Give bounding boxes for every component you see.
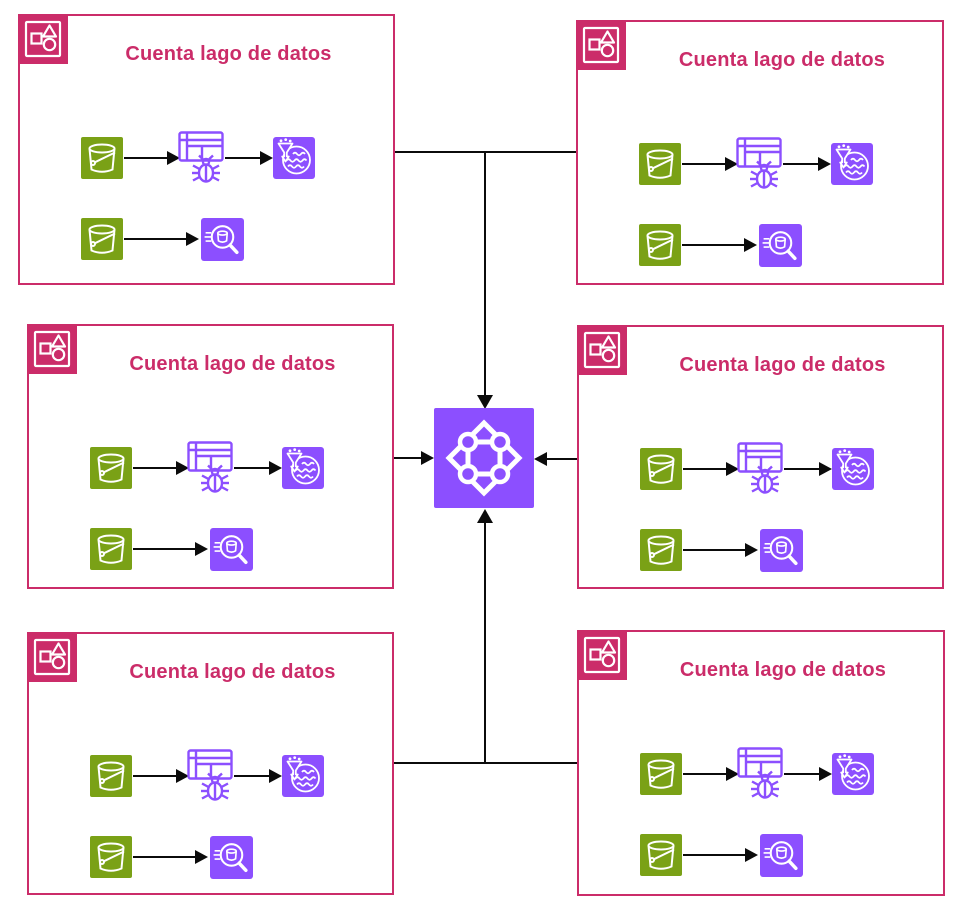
central-hub [434,408,534,508]
connector-middle-left [394,457,421,459]
s3-bucket-icon [90,836,132,878]
athena-icon [759,224,802,267]
glue-crawler-icon [736,137,782,191]
lake-formation-icon [273,137,315,179]
aws-account-icon [577,630,627,680]
arrowhead-right-icon [818,157,831,171]
arrow-line [682,163,725,165]
arrowhead-right-icon [421,451,434,465]
arrow-line [133,467,176,469]
glue-crawler-icon [178,131,224,185]
arrowhead-right-icon [195,850,208,864]
athena-icon [760,834,803,877]
arrowhead-down-icon [477,395,493,409]
arrowhead-right-icon [176,769,189,783]
account-title: Cuenta lago de datos [679,354,886,376]
s3-bucket-icon [640,448,682,490]
arrowhead-up-icon [477,509,493,523]
connector-middle-right [547,458,577,460]
arrow-line [683,773,726,775]
glue-crawler-icon [187,749,233,803]
athena-icon [210,528,253,571]
account-box: Cuenta lago de datos [577,325,944,589]
aws-account-icon [576,20,626,70]
arrowhead-right-icon [745,543,758,557]
arrowhead-right-icon [725,157,738,171]
arrow-line [234,467,269,469]
account-box: Cuenta lago de datos [27,632,394,895]
arrowhead-right-icon [269,461,282,475]
aws-account-icon [27,324,77,374]
account-box: Cuenta lago de datos [18,14,395,285]
lake-formation-icon [831,143,873,185]
account-title: Cuenta lago de datos [125,43,332,65]
s3-bucket-icon [81,137,123,179]
arrow-line [784,468,819,470]
account-box: Cuenta lago de datos [577,630,945,896]
connector-bottom-horizontal [394,762,577,764]
account-title: Cuenta lago de datos [129,353,336,375]
lake-formation-icon [282,447,324,489]
s3-bucket-icon [639,224,681,266]
arrow-line [682,244,744,246]
arrowhead-right-icon [745,848,758,862]
arrow-line [783,163,818,165]
account-title: Cuenta lago de datos [129,661,336,683]
arrow-line [683,468,726,470]
arrowhead-right-icon [176,461,189,475]
arrow-line [225,157,260,159]
glue-crawler-icon [737,442,783,496]
arrowhead-right-icon [726,462,739,476]
lake-formation-icon [832,448,874,490]
arrowhead-left-icon [534,452,547,466]
arrowhead-right-icon [167,151,180,165]
connector-top-riser [484,152,486,396]
glue-crawler-icon [737,747,783,801]
athena-icon [201,218,244,261]
arrowhead-right-icon [260,151,273,165]
arrowhead-right-icon [819,462,832,476]
arrow-line [133,775,176,777]
aws-account-icon [27,632,77,682]
arrowhead-right-icon [186,232,199,246]
arrow-line [124,157,167,159]
arrow-line [133,856,195,858]
arrowhead-right-icon [819,767,832,781]
shared-data-hub-icon [434,408,534,508]
connector-bottom-riser [484,520,486,763]
s3-bucket-icon [90,528,132,570]
arrow-line [683,549,745,551]
glue-crawler-icon [187,441,233,495]
lake-formation-icon [832,753,874,795]
s3-bucket-icon [90,447,132,489]
arrow-line [784,773,819,775]
aws-account-icon [18,14,68,64]
account-title: Cuenta lago de datos [678,49,886,71]
arrowhead-right-icon [269,769,282,783]
s3-bucket-icon [640,529,682,571]
s3-bucket-icon [81,218,123,260]
account-box: Cuenta lago de datos [27,324,394,589]
arrowhead-right-icon [726,767,739,781]
athena-icon [760,529,803,572]
account-title: Cuenta lago de datos [679,659,887,681]
s3-bucket-icon [639,143,681,185]
lake-formation-icon [282,755,324,797]
s3-bucket-icon [90,755,132,797]
aws-account-icon [577,325,627,375]
s3-bucket-icon [640,834,682,876]
arrow-line [124,238,186,240]
arrow-line [133,548,195,550]
arrow-line [683,854,745,856]
arrowhead-right-icon [195,542,208,556]
athena-icon [210,836,253,879]
arrow-line [234,775,269,777]
account-box: Cuenta lago de datos [576,20,944,285]
s3-bucket-icon [640,753,682,795]
arrowhead-right-icon [744,238,757,252]
